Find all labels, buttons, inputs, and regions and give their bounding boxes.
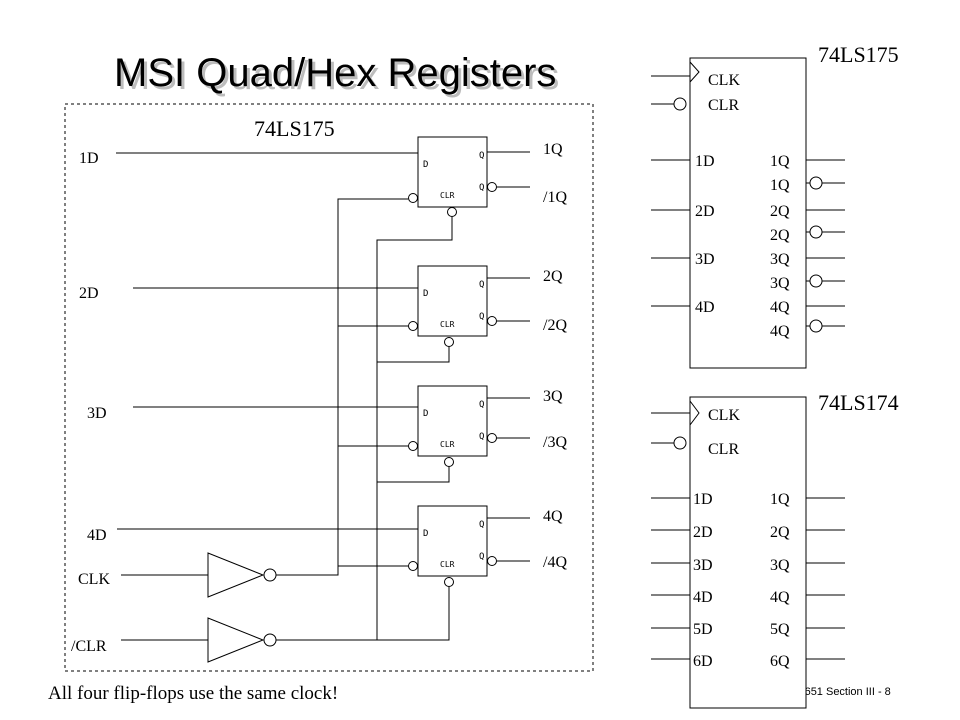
input-label-1d: 1D: [79, 150, 99, 167]
ff3-qn-bubble: [487, 433, 497, 443]
output-label-2qn: /2Q: [543, 317, 567, 334]
ff2-clk-bubble: [408, 321, 418, 331]
symbol-175-out-1qn: 1Q: [770, 177, 790, 194]
ff1-clr-bubble: [447, 207, 457, 217]
symbol-175-clr: CLR: [708, 97, 739, 114]
symbol-174-out-2q: 2Q: [770, 524, 790, 541]
symbol-174-out-6q: 6Q: [770, 653, 790, 670]
input-label-4d: 4D: [87, 527, 107, 544]
output-label-4q: 4Q: [543, 508, 563, 525]
symbol-175-in-3d: 3D: [695, 251, 715, 268]
symbol-175-title: 74LS175: [818, 42, 899, 67]
output-label-3q: 3Q: [543, 388, 563, 405]
symbol-175-clock-triangle: [689, 61, 700, 83]
symbol-174-in-5d: 5D: [693, 621, 713, 638]
clk-bus: [276, 198, 408, 576]
output-label-4qn: /4Q: [543, 554, 567, 571]
ff4-qn-bubble: [487, 556, 497, 566]
symbol-174-in-6d: 6D: [693, 653, 713, 670]
symbol-175-out-3qn: 3Q: [770, 275, 790, 292]
ff2-d-pin: D: [423, 289, 428, 299]
symbol-174-clk: CLK: [708, 407, 740, 424]
clk-taps: [338, 325, 408, 567]
ff1-clk-bubble: [408, 193, 418, 203]
title-shadow: MSI Quad/Hex Registers: [117, 54, 559, 98]
flipflop-1: D Q Q CLR: [408, 136, 530, 217]
symbol-175-out-2qn: 2Q: [770, 227, 790, 244]
ff1-qn-pin: Q: [479, 183, 484, 193]
symbol-174-title: 74LS174: [818, 390, 899, 415]
symbol-175-out-1q: 1Q: [770, 153, 790, 170]
symbol-175-out-4qn: 4Q: [770, 323, 790, 340]
clr-buffer: [121, 617, 277, 663]
flipflop-2: D Q Q CLR: [408, 265, 530, 347]
ff4-q-pin: Q: [479, 520, 484, 530]
chip-label: 74LS175: [254, 116, 335, 141]
d-input-wires: [116, 152, 418, 530]
symbol-174-in-4d: 4D: [693, 589, 713, 606]
symbol-174-in-1d: 1D: [693, 491, 713, 508]
output-label-2q: 2Q: [543, 268, 563, 285]
symbol-174-in-3d: 3D: [693, 557, 713, 574]
symbol-175-in-2d: 2D: [695, 203, 715, 220]
ff3-clr-pin: CLR: [440, 440, 455, 449]
ff3-d-pin: D: [423, 409, 428, 419]
ff2-qn-bubble: [487, 316, 497, 326]
symbol-174-out-3q: 3Q: [770, 557, 790, 574]
clk-buffer: [121, 552, 277, 598]
ff2-clr-pin: CLR: [440, 320, 455, 329]
symbol-175: [651, 57, 845, 369]
ff4-qn-pin: Q: [479, 552, 484, 562]
flipflop-4: D Q Q CLR: [408, 505, 530, 587]
symbol-174: [651, 396, 845, 709]
ff4-d-pin: D: [423, 529, 428, 539]
flipflop-3: D Q Q CLR: [408, 385, 530, 467]
output-label-1q: 1Q: [543, 141, 563, 158]
symbol-174-out-1q: 1Q: [770, 491, 790, 508]
ff2-q-pin: Q: [479, 280, 484, 290]
chip-boundary: [64, 103, 594, 672]
symbol-175-out-2q: 2Q: [770, 203, 790, 220]
caption: All four flip-flops use the same clock!: [48, 683, 338, 704]
symbol-175-in-4d: 4D: [695, 299, 715, 316]
input-label-2d: 2D: [79, 285, 99, 302]
symbol-174-out-5q: 5Q: [770, 621, 790, 638]
symbol-174-clr: CLR: [708, 441, 739, 458]
clk-label: CLK: [78, 571, 110, 588]
symbol-174-out-4q: 4Q: [770, 589, 790, 606]
output-label-1qn: /1Q: [543, 189, 567, 206]
page-title: MSI Quad/Hex Registers: [114, 51, 556, 95]
symbol-174-in-2d: 2D: [693, 524, 713, 541]
ff2-qn-pin: Q: [479, 312, 484, 322]
control-buses: [276, 198, 453, 641]
symbol-175-in-1d: 1D: [695, 153, 715, 170]
ff4-clr-bubble: [444, 577, 454, 587]
clr-label: /CLR: [71, 638, 107, 655]
symbol-175-out-4q: 4Q: [770, 299, 790, 316]
ff4-clk-bubble: [408, 561, 418, 571]
ff3-qn-pin: Q: [479, 432, 484, 442]
clr-bus: [276, 217, 453, 641]
output-label-3qn: /3Q: [543, 434, 567, 451]
ff3-clr-bubble: [444, 457, 454, 467]
input-label-3d: 3D: [87, 405, 107, 422]
clr-taps: [377, 347, 450, 641]
symbol-174-clock-triangle: [689, 400, 700, 426]
ff4-clr-pin: CLR: [440, 560, 455, 569]
symbol-175-clk: CLK: [708, 72, 740, 89]
ff1-clr-pin: CLR: [440, 191, 455, 200]
ff1-d-pin: D: [423, 160, 428, 170]
symbol-175-out-3q: 3Q: [770, 251, 790, 268]
ff3-clk-bubble: [408, 441, 418, 451]
ff2-clr-bubble: [444, 337, 454, 347]
ff1-q-pin: Q: [479, 151, 484, 161]
ff1-qn-bubble: [487, 182, 497, 192]
ff3-q-pin: Q: [479, 400, 484, 410]
